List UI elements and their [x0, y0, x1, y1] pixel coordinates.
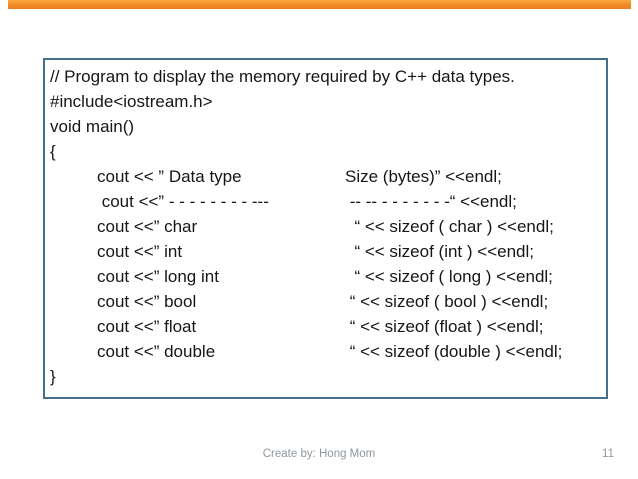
code-line: cout <<” char “ << sizeof ( char ) <<end…: [45, 214, 606, 239]
code-text-left: cout <<” long int: [97, 267, 219, 286]
code-text-left: cout <<” - - - - - - - - ---: [97, 192, 269, 211]
code-text-left: cout <<” bool: [97, 292, 197, 311]
code-text-right: “ << sizeof (float ) <<endl;: [345, 317, 544, 336]
code-line: #include<iostream.h>: [45, 89, 606, 114]
code-text-right: “ << sizeof ( long ) <<endl;: [345, 267, 553, 286]
code-text-right: “ << sizeof ( bool ) <<endl;: [345, 292, 549, 311]
code-text-right: “ << sizeof ( char ) <<endl;: [345, 217, 554, 236]
code-text: {: [50, 142, 56, 161]
code-text: // Program to display the memory require…: [50, 67, 515, 86]
code-line: {: [45, 139, 606, 164]
code-box: // Program to display the memory require…: [43, 58, 608, 399]
code-line: cout << ” Data type Size (bytes)” <<endl;: [45, 164, 606, 189]
code-line: cout <<” float “ << sizeof (float ) <<en…: [45, 314, 606, 339]
footer-credit: Create by: Hong Mom: [262, 448, 376, 460]
code-line: void main(): [45, 114, 606, 139]
code-text-right: “ << sizeof (double ) <<endl;: [345, 342, 563, 361]
code-text-left: cout << ” Data type: [97, 167, 242, 186]
code-text-right: “ << sizeof (int ) <<endl;: [345, 242, 534, 261]
code-line: cout <<” int “ << sizeof (int ) <<endl;: [45, 239, 606, 264]
top-accent-bar: [8, 0, 631, 9]
code-line: cout <<” long int “ << sizeof ( long ) <…: [45, 264, 606, 289]
code-text-right: Size (bytes)” <<endl;: [345, 167, 502, 186]
code-line: cout <<” - - - - - - - - --- -- -- - - -…: [45, 189, 606, 214]
code-text-left: cout <<” double: [97, 342, 216, 361]
code-text-left: cout <<” float: [97, 317, 197, 336]
code-text-left: cout <<” char: [97, 217, 198, 236]
page-number: 11: [602, 448, 614, 460]
code-line: // Program to display the memory require…: [45, 64, 606, 89]
code-line: }: [45, 364, 606, 389]
code-line: cout <<” double “ << sizeof (double ) <<…: [45, 339, 606, 364]
code-block: // Program to display the memory require…: [45, 64, 606, 389]
code-text-right: -- -- - - - - - - -“ <<endl;: [345, 192, 517, 211]
code-text-left: cout <<” int: [97, 242, 183, 261]
code-text: void main(): [50, 117, 135, 136]
code-text: }: [50, 367, 56, 386]
code-line: cout <<” bool “ << sizeof ( bool ) <<end…: [45, 289, 606, 314]
code-text: #include<iostream.h>: [50, 92, 213, 111]
